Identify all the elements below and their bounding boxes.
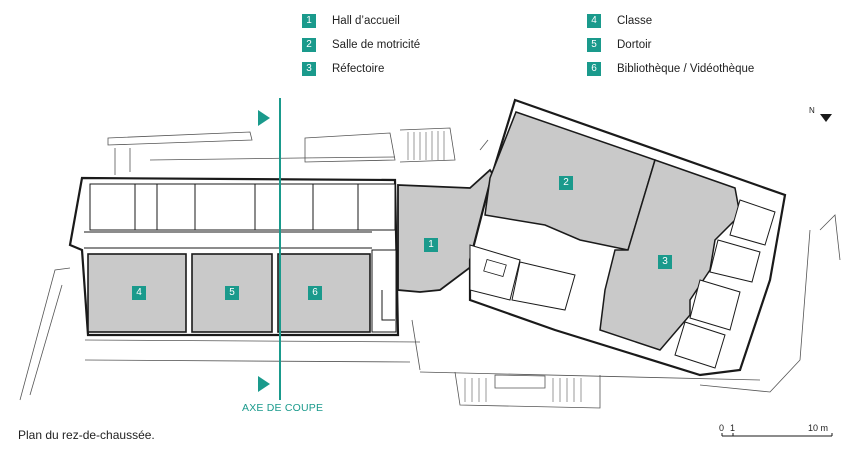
- room-badge-classe: 4: [132, 286, 146, 300]
- plan-caption: Plan du rez-de-chaussée.: [18, 428, 155, 442]
- legend-label: Hall d’accueil: [332, 15, 400, 27]
- room-badge-refectoire: 3: [658, 255, 672, 269]
- legend-label: Salle de motricité: [332, 39, 421, 51]
- legend-item-3: 3 Réfectoire: [302, 61, 384, 77]
- legend-item-5: 5 Dortoir: [587, 37, 652, 53]
- legend-number: 6: [587, 62, 601, 76]
- site-lines: [19, 127, 841, 409]
- legend-item-4: 4 Classe: [587, 13, 652, 29]
- room-badge-bibliotheque: 6: [308, 286, 322, 300]
- axis-arrow-top: [258, 110, 270, 126]
- legend-number: 4: [587, 14, 601, 28]
- section-axis-label: AXE DE COUPE: [242, 402, 324, 414]
- room-badge-hall: 1: [424, 238, 438, 252]
- right-wing: [468, 98, 787, 377]
- legend-label: Réfectoire: [332, 63, 385, 75]
- scale-ten: 10 m: [808, 423, 829, 433]
- legend-label: Bibliothèque / Vidéothèque: [617, 63, 755, 75]
- legend-item-2: 2 Salle de motricité: [302, 37, 420, 53]
- legend-item-6: 6 Bibliothèque / Vidéothèque: [587, 61, 754, 77]
- axis-arrow-bottom: [258, 376, 270, 392]
- stair-hatch: [407, 131, 582, 402]
- legend-label: Classe: [617, 15, 653, 27]
- room-bibliotheque: [277, 253, 371, 333]
- section-axis-line: [258, 98, 281, 400]
- legend-item-1: 1 Hall d’accueil: [302, 13, 400, 29]
- legend-number: 1: [302, 14, 316, 28]
- legend-number: 5: [587, 38, 601, 52]
- room-badge-dortoir: 5: [225, 286, 239, 300]
- scale-one: 1: [730, 423, 736, 433]
- north-label: N: [809, 106, 815, 115]
- legend-number: 3: [302, 62, 316, 76]
- legend-label: Dortoir: [617, 39, 652, 51]
- room-badge-motricite: 2: [559, 176, 573, 190]
- north-arrow-icon: [820, 114, 832, 122]
- scale-bar: [721, 433, 833, 437]
- top-rooms: [89, 183, 396, 231]
- scale-zero: 0: [719, 423, 725, 433]
- legend-number: 2: [302, 38, 316, 52]
